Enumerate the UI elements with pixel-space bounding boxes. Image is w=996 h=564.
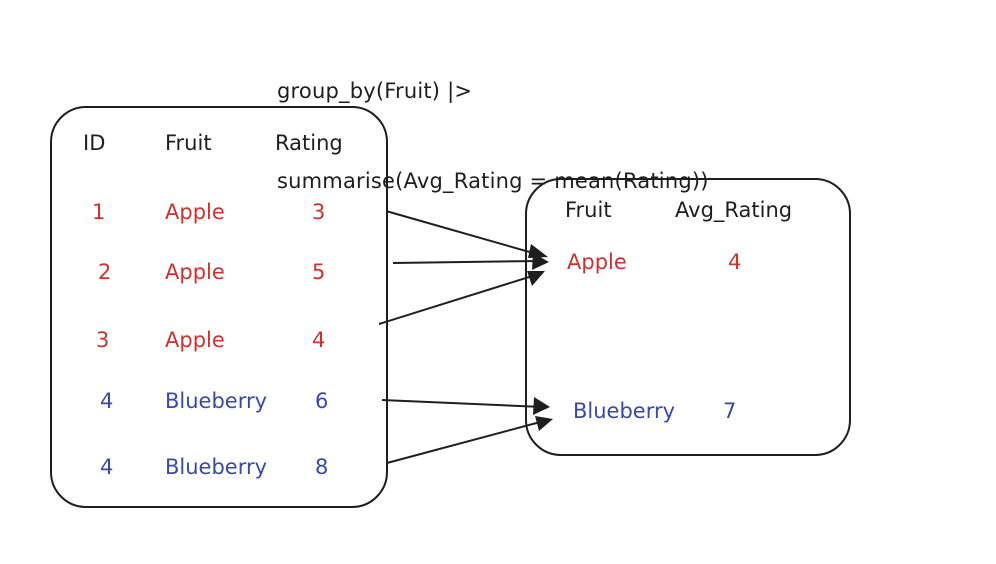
source-header-fruit: Fruit <box>165 131 212 155</box>
result-row-1-avg: 4 <box>728 250 742 274</box>
source-header-rating: Rating <box>275 131 343 155</box>
arrow-row-2-to-apple <box>392 260 541 264</box>
arrow-row-5-to-blueberry <box>386 420 545 464</box>
source-row-2-fruit: Apple <box>165 260 225 284</box>
source-row-1-id: 1 <box>92 200 106 224</box>
source-row-1-rating: 3 <box>312 200 326 224</box>
source-row-4-fruit: Blueberry <box>165 389 268 413</box>
source-row-4-rating: 6 <box>315 389 329 413</box>
result-header-fruit: Fruit <box>565 198 612 222</box>
source-header-id: ID <box>83 131 106 155</box>
source-table-box <box>50 106 388 508</box>
source-row-2-rating: 5 <box>312 260 326 284</box>
source-row-3-fruit: Apple <box>165 328 225 352</box>
source-row-5-rating: 8 <box>315 455 329 479</box>
source-row-4-id: 4 <box>100 389 114 413</box>
source-row-2-id: 2 <box>98 260 112 284</box>
source-row-5-id: 4 <box>100 455 114 479</box>
result-header-avg-rating: Avg_Rating <box>675 198 793 222</box>
source-row-5-fruit: Blueberry <box>165 455 268 479</box>
code-line-summarise: summarise(Avg_Rating = mean(Rating)) <box>277 169 709 193</box>
arrow-row-3-to-apple <box>378 272 543 325</box>
result-row-2-avg: 7 <box>723 399 737 423</box>
code-line-group-by: group_by(Fruit) |> <box>277 79 473 103</box>
arrow-row-4-to-blueberry <box>381 399 543 408</box>
result-row-2-fruit: Blueberry <box>573 399 676 423</box>
source-row-1-fruit: Apple <box>165 200 225 224</box>
source-row-3-rating: 4 <box>312 328 326 352</box>
code-snippet: group_by(Fruit) |> summarise(Avg_Rating … <box>277 16 709 226</box>
source-row-3-id: 3 <box>96 328 110 352</box>
result-row-1-fruit: Apple <box>567 250 627 274</box>
